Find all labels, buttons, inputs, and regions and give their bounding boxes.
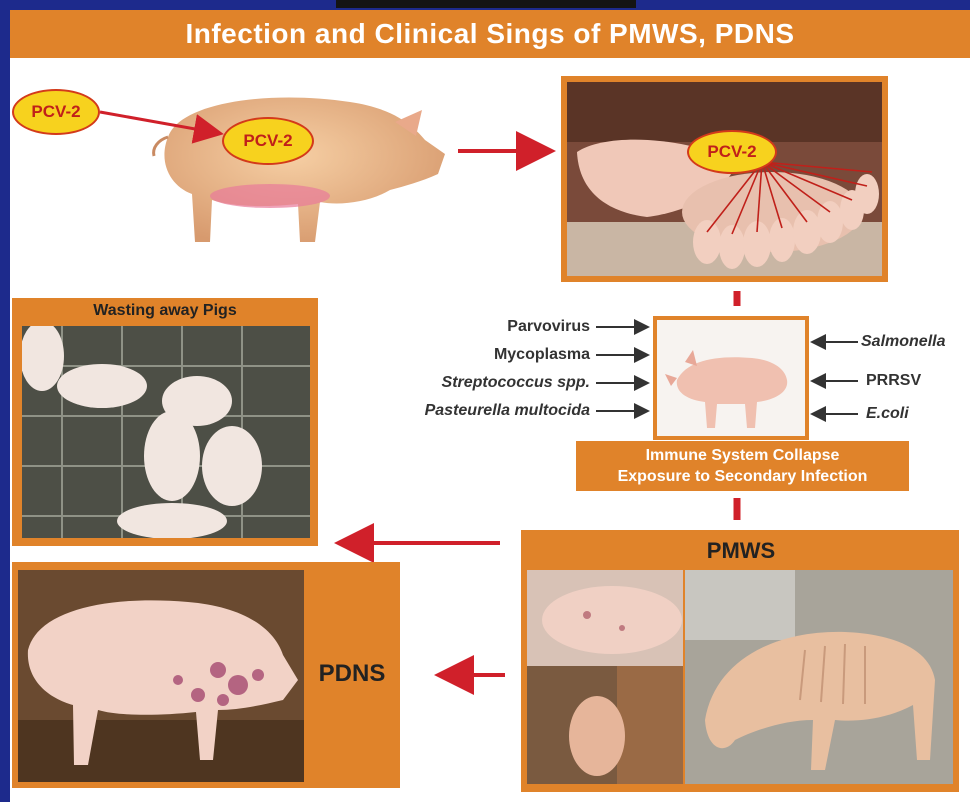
wasting-photo <box>22 326 310 538</box>
pmws-photo-1 <box>527 570 683 666</box>
wasting-title: Wasting away Pigs <box>12 302 318 320</box>
agent-mycoplasma: Mycoplasma <box>380 346 590 364</box>
agent-prrsv: PRRSV <box>866 372 921 390</box>
agent-streptococcus: Streptococcus spp. <box>350 374 590 392</box>
pmws-label: PMWS <box>671 538 811 564</box>
agent-salmonella: Salmonella <box>861 333 945 351</box>
pmws-photo-3 <box>685 570 953 784</box>
immune-collapse-box: Immune System Collapse Exposure to Secon… <box>576 441 909 491</box>
pdns-label: PDNS <box>304 660 400 688</box>
immune-line-1: Immune System Collapse <box>576 445 909 466</box>
piglet-photo <box>657 320 805 436</box>
pdns-box: PDNS <box>12 562 400 788</box>
agent-ecoli: E.coli <box>866 405 909 423</box>
agent-parvovirus: Parvovirus <box>380 318 590 336</box>
piglet-photo-frame <box>653 316 809 440</box>
pmws-photo-2 <box>527 666 683 784</box>
agent-pasteurella: Pasteurella multocida <box>350 402 590 420</box>
wasting-box: Wasting away Pigs <box>12 298 318 546</box>
pdns-photo <box>18 570 304 782</box>
pmws-box: PMWS <box>521 530 959 792</box>
arrow-source-to-sow <box>100 112 212 132</box>
immune-line-2: Exposure to Secondary Infection <box>576 466 909 487</box>
